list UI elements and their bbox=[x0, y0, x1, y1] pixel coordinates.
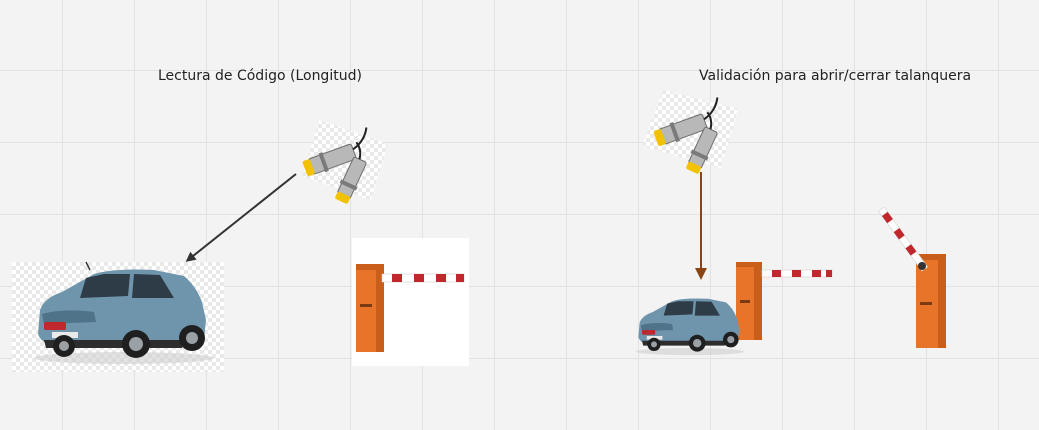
right-barrier-gate-open-icon bbox=[878, 206, 946, 348]
left-proximity-sensor-icon bbox=[302, 127, 368, 204]
right-proximity-sensor-icon bbox=[653, 97, 719, 174]
right-section-title: Validación para abrir/cerrar talanquera bbox=[699, 68, 972, 84]
left-section-title: Lectura de Código (Longitud) bbox=[158, 68, 362, 84]
right-car-icon bbox=[636, 298, 744, 356]
left-car-icon bbox=[34, 261, 214, 364]
right-barrier-gate-closed-icon bbox=[736, 262, 833, 340]
left-barrier-gate-icon bbox=[356, 264, 465, 352]
